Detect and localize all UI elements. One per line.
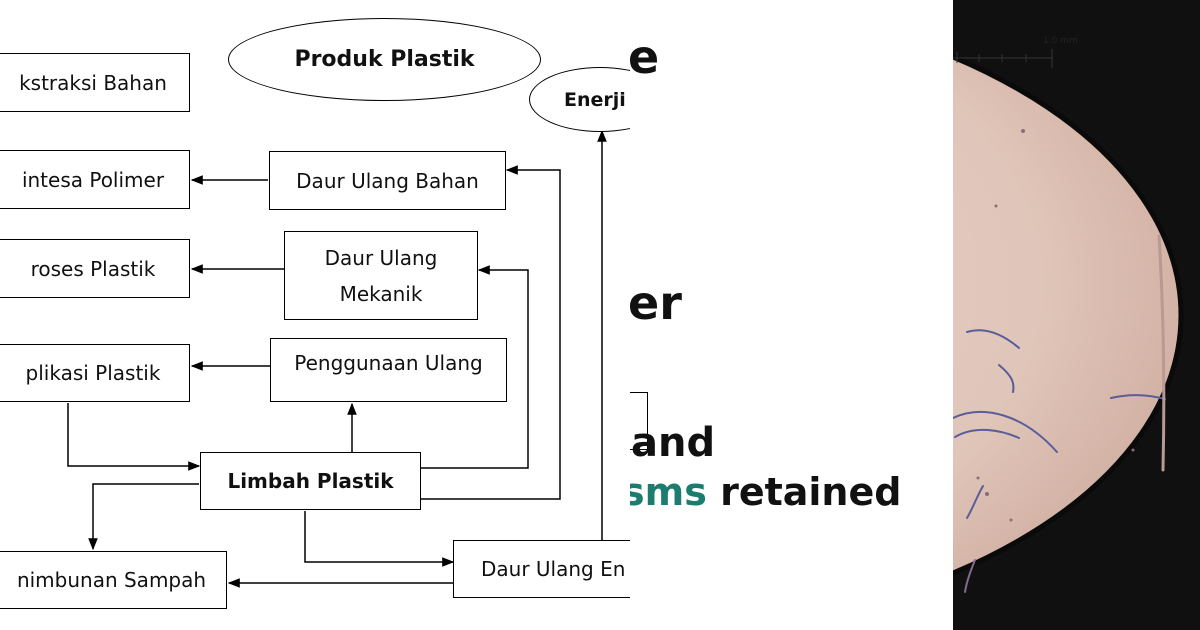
node-daur-ulang-energi: Daur Ulang En	[453, 540, 630, 598]
slide-text-and: and	[631, 420, 716, 466]
node-limbah-plastik: Limbah Plastik	[200, 452, 421, 510]
node-daur-ulang-mekanik: Daur Ulang Mekanik	[284, 231, 478, 320]
node-daur-ulang-bahan: Daur Ulang Bahan	[269, 151, 506, 210]
product-ellipse: Produk Plastik	[228, 18, 541, 101]
arrow-limbah-to-mekanik	[421, 265, 529, 469]
microscope-view: 1.0 mm	[953, 0, 1200, 630]
arrow-aplikasi-to-limbah	[67, 403, 201, 471]
slide-text-e: e	[630, 30, 660, 84]
slide-fragment: e er and sms retained	[630, 0, 953, 630]
scale-bar	[953, 49, 1053, 68]
fibers	[953, 234, 1166, 593]
slide-text-retained: retained	[720, 470, 902, 514]
arrow-limbah-to-daurenergi	[304, 511, 455, 567]
arrow-limbah-to-penimbunan	[88, 483, 199, 551]
slide-box-edge	[630, 392, 648, 450]
slide-line-retained: sms retained	[630, 470, 901, 514]
slide-text-er: er	[630, 276, 682, 330]
microscope-field	[953, 54, 1184, 576]
specks	[976, 129, 1135, 522]
node-daur-ulang-mekanik-line2: Mekanik	[339, 281, 423, 306]
slide-text-sms: sms	[630, 470, 707, 514]
scale-bar-label: 1.0 mm	[1043, 36, 1078, 46]
node-penimbunan: nimbunan Sampah	[0, 551, 227, 609]
node-sintesa: intesa Polimer	[0, 150, 190, 209]
connector-layer	[67, 129, 607, 588]
node-penggunaan-ulang: Penggunaan Ulang	[270, 338, 507, 402]
plastic-lifecycle-diagram: Produk Plastik Enerji kstraksi Bahan int…	[0, 18, 630, 609]
node-proses: roses Plastik	[0, 239, 190, 298]
node-ekstraksi: kstraksi Bahan	[0, 53, 190, 112]
microscope-field-svg	[953, 49, 1184, 593]
node-aplikasi: plikasi Plastik	[0, 344, 190, 402]
arrow-limbah-to-daurbahan	[421, 165, 561, 500]
node-daur-ulang-mekanik-line1: Daur Ulang	[324, 245, 438, 270]
